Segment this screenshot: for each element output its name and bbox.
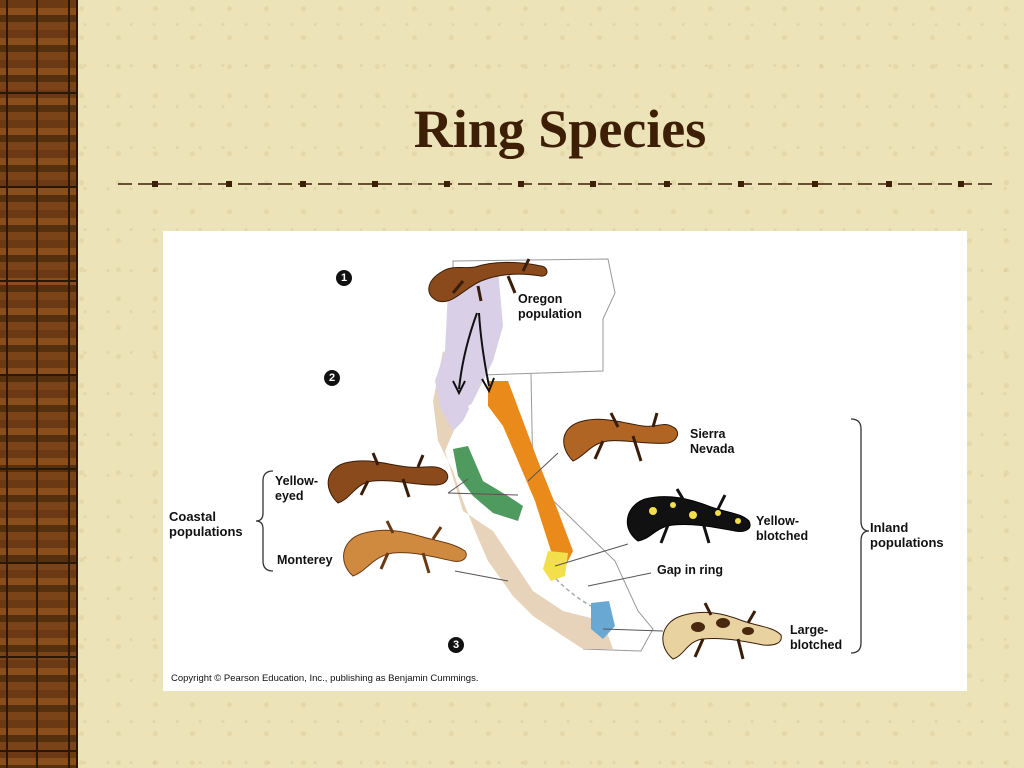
california-map [255,258,870,660]
label-sierra-nevada: Sierra Nevada [690,427,735,456]
label-inland-populations: Inland populations [870,520,944,550]
label-gap-in-ring: Gap in ring [657,563,723,577]
label-coastal-populations: Coastal populations [169,509,243,539]
arrow-east [478,312,490,387]
label-large-blotched: Large- blotched [790,623,843,652]
oregon-salamander-icon [428,258,548,303]
monterey-salamander-icon [343,520,467,577]
step-marker-1: 1 [336,270,352,286]
step-marker-3: 3 [448,637,464,653]
yellow-eyed-green-region [453,446,523,521]
copyright-text: Copyright © Pearson Education, Inc., pub… [171,673,479,684]
central-valley-gap [468,391,558,576]
decorative-side-strip [0,0,78,768]
gap-dashed-line [555,578,592,607]
label-yellow-blotched: Yellow- blotched [756,514,809,543]
oregon-region [435,269,503,431]
label-yellow-eyed: Yellow- eyed [275,474,319,503]
yellow-blotched-salamander-icon [626,488,751,544]
inland-brace [850,418,870,654]
sierra-salamander-icon [563,412,679,462]
title-divider [118,181,994,187]
label-oregon-population: Oregon population [518,292,582,321]
large-blotched-salamander-icon [662,602,782,660]
yellow-eyed-salamander-icon [327,452,449,504]
ring-species-figure: 1 2 3 Oregon population Sierra Nevada Ye… [163,231,967,691]
step-marker-2: 2 [324,370,340,386]
sierra-orange-region [488,381,573,571]
arrow-west [458,312,478,390]
coastal-brace [255,470,274,572]
label-monterey: Monterey [277,553,333,567]
slide-title: Ring Species [413,99,707,159]
